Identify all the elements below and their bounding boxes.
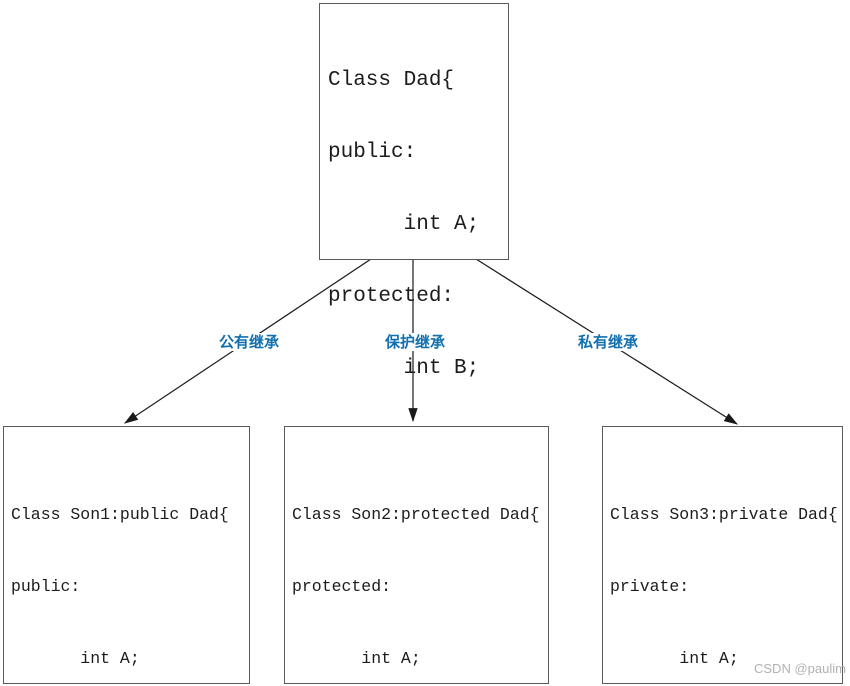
public-inheritance-label: 公有继承	[216, 333, 282, 351]
code-line: int B;	[328, 357, 480, 380]
class-son2-box: Class Son2:protected Dad{ protected: int…	[284, 426, 549, 684]
class-dad-box: Class Dad{ public: int A; protected: int…	[319, 3, 509, 596]
csdn-watermark: CSDN @paulim	[754, 661, 846, 676]
code-line: protected:	[292, 577, 392, 596]
code-line: int A;	[328, 213, 480, 236]
class-son3-box: Class Son3:private Dad{ private: int A; …	[602, 426, 843, 684]
code-line: private:	[610, 577, 690, 596]
code-line: int A;	[292, 649, 421, 668]
code-line: int A;	[11, 649, 140, 668]
class-son1-box: Class Son1:public Dad{ public: int A; in…	[3, 426, 250, 684]
code-line: public:	[328, 141, 417, 164]
code-line: protected:	[328, 285, 455, 308]
code-line: Class Son1:public Dad{	[11, 505, 229, 524]
code-line: Class Dad{	[328, 69, 455, 92]
code-line: Class Son3:private Dad{	[610, 505, 838, 524]
code-line: Class Son2:protected Dad{	[292, 505, 540, 524]
protected-inheritance-label: 保护继承	[382, 333, 448, 351]
code-line: int A;	[610, 649, 739, 668]
private-inheritance-label: 私有继承	[575, 333, 641, 351]
code-line: public:	[11, 577, 81, 596]
